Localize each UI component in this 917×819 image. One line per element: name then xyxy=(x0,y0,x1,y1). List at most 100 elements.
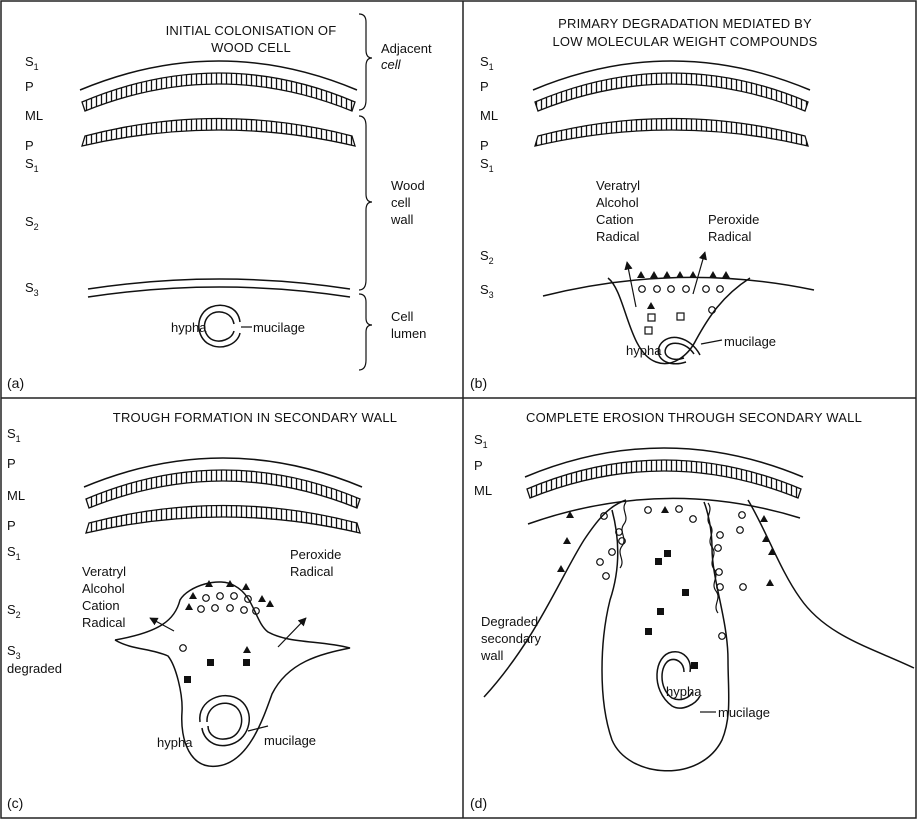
mucilage-label: mucilage xyxy=(253,320,305,335)
radical-circles xyxy=(639,286,724,314)
triangle-marker xyxy=(650,271,658,278)
circle-marker xyxy=(654,286,661,293)
label-ml: ML xyxy=(480,108,498,123)
circle-marker xyxy=(603,573,610,580)
filled-square-marker xyxy=(691,662,698,669)
mucilage-label: mucilage xyxy=(718,705,770,720)
upper-primary-wall-hatched xyxy=(86,470,360,508)
circle-marker xyxy=(227,605,234,612)
brace-label-wall: wall xyxy=(390,212,414,227)
peroxide-label-line1: Peroxide xyxy=(708,212,759,227)
mucilage-label: mucilage xyxy=(724,334,776,349)
peroxide-label-line1: Peroxide xyxy=(290,547,341,562)
triangle-marker xyxy=(647,302,655,309)
circle-marker xyxy=(676,506,683,513)
veratryl-label-line4: Radical xyxy=(82,615,125,630)
panel-a-title-line1: INITIAL COLONISATION OF xyxy=(166,23,337,38)
label-p-bottom: P xyxy=(25,138,34,153)
square-marker xyxy=(648,314,655,321)
filled-square-marker xyxy=(207,659,214,666)
veratryl-label-line3: Cation xyxy=(82,598,120,613)
triangle-marker xyxy=(258,595,266,602)
upper-primary-wall-hatched xyxy=(535,73,808,111)
triangle-marker xyxy=(766,579,774,586)
label-p-bottom: P xyxy=(7,518,16,533)
hypha-label: hypha xyxy=(626,343,662,358)
circle-marker xyxy=(717,532,724,539)
hypha-label: hypha xyxy=(157,735,193,750)
veratryl-radical-arrow xyxy=(627,262,636,307)
square-marker xyxy=(677,313,684,320)
triangle-marker xyxy=(676,271,684,278)
panel-c-tag: (c) xyxy=(7,795,23,811)
label-s3: S3 xyxy=(480,282,494,300)
panel-c: TROUGH FORMATION IN SECONDARY WALL S1 P … xyxy=(7,410,397,811)
brace-label-wood: Wood xyxy=(391,178,425,193)
triangle-marker xyxy=(557,565,565,572)
triangle-marker xyxy=(709,271,717,278)
label-ml: ML xyxy=(25,108,43,123)
circle-marker xyxy=(715,545,722,552)
label-s2: S2 xyxy=(7,602,21,620)
circle-marker xyxy=(703,286,710,293)
peroxide-label-line2: Radical xyxy=(708,229,751,244)
brace-label-cell: cell xyxy=(381,57,402,72)
peroxide-label-line2: Radical xyxy=(290,564,333,579)
label-s1-bottom: S1 xyxy=(7,544,21,562)
circle-marker xyxy=(739,512,746,519)
filled-square-marker xyxy=(184,676,191,683)
panel-b-tag: (b) xyxy=(470,375,487,391)
s3-lumen-line xyxy=(543,277,814,296)
brace-label-adjacent: Adjacent xyxy=(381,41,432,56)
veratryl-label-line1: Veratryl xyxy=(596,178,640,193)
degraded-label-line1: Degraded xyxy=(481,614,538,629)
panel-b: PRIMARY DEGRADATION MEDIATED BY LOW MOLE… xyxy=(470,16,818,391)
circle-marker xyxy=(740,584,747,591)
lower-primary-wall-hatched xyxy=(535,119,808,147)
upper-primary-wall-hatched xyxy=(82,73,355,111)
triangle-marker xyxy=(663,271,671,278)
circle-marker xyxy=(639,286,646,293)
hypha-label: hypha xyxy=(171,320,207,335)
label-s1-top: S1 xyxy=(25,54,39,72)
triangle-marker xyxy=(661,506,669,513)
triangle-marker xyxy=(185,603,193,610)
triangle-marker xyxy=(226,580,234,587)
circle-marker xyxy=(180,645,187,652)
label-s1-bottom: S1 xyxy=(25,156,39,174)
mucilage-pointer xyxy=(701,340,722,344)
circle-marker xyxy=(717,286,724,293)
brace-label-lumen: lumen xyxy=(391,326,426,341)
erosion-cavity-outline xyxy=(484,500,914,697)
brace-adjacent-cell xyxy=(359,14,372,110)
radical-circles xyxy=(180,593,260,652)
veratryl-label-line2: Alcohol xyxy=(596,195,639,210)
triangle-marker xyxy=(762,535,770,542)
panel-a-tag: (a) xyxy=(7,375,24,391)
label-s1-top: S1 xyxy=(7,426,21,444)
label-degraded: degraded xyxy=(7,661,62,676)
triangle-marker xyxy=(689,271,697,278)
hypha-label: hypha xyxy=(666,684,702,699)
circle-marker xyxy=(716,569,723,576)
circle-marker xyxy=(609,549,616,556)
panel-b-title-line2: LOW MOLECULAR WEIGHT COMPOUNDS xyxy=(552,34,817,49)
filled-square-marker xyxy=(664,550,671,557)
circle-marker xyxy=(198,606,205,613)
filled-square-marker xyxy=(243,659,250,666)
triangle-marker xyxy=(563,537,571,544)
filled-square-marker xyxy=(655,558,662,565)
triangle-marker xyxy=(722,271,730,278)
lower-primary-wall-hatched xyxy=(86,506,360,534)
hypha-inner xyxy=(665,343,694,359)
veratryl-label-line1: Veratryl xyxy=(82,564,126,579)
circle-marker xyxy=(737,527,744,534)
brace-wood-cell-wall xyxy=(359,116,372,290)
circle-marker xyxy=(231,593,238,600)
degraded-label-line3: wall xyxy=(480,648,504,663)
lower-primary-wall-hatched xyxy=(82,119,355,147)
label-p-top: P xyxy=(474,458,483,473)
triangle-marker xyxy=(242,583,250,590)
circle-marker xyxy=(719,633,726,640)
s3-lumen-line-lower xyxy=(88,287,350,297)
